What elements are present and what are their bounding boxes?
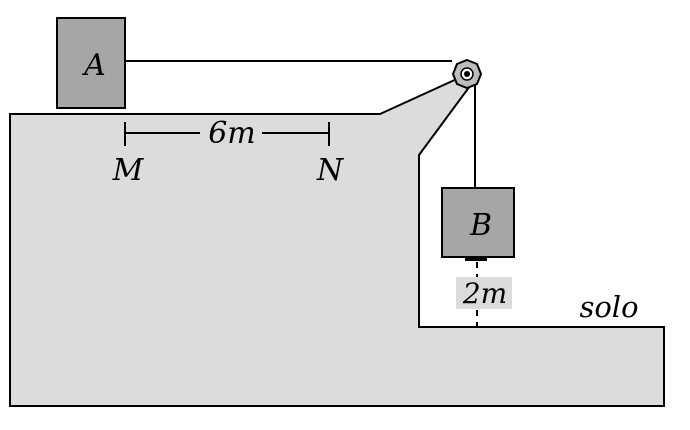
table-structure (9, 76, 665, 407)
block-a[interactable] (56, 17, 126, 109)
point-n-label: N (316, 153, 345, 188)
height-label: 2m (462, 277, 507, 310)
pulley-icon (451, 58, 483, 90)
block-b-label: B (469, 208, 492, 243)
distance-marker (124, 122, 330, 146)
distance-label: 6m (208, 116, 256, 151)
block-a-label: A (81, 48, 106, 83)
height-label-bg (456, 277, 512, 309)
ground-label: solo (579, 290, 638, 324)
point-m-label: M (112, 153, 145, 188)
block-b-base-mark (465, 257, 487, 261)
block-b[interactable] (441, 187, 515, 258)
